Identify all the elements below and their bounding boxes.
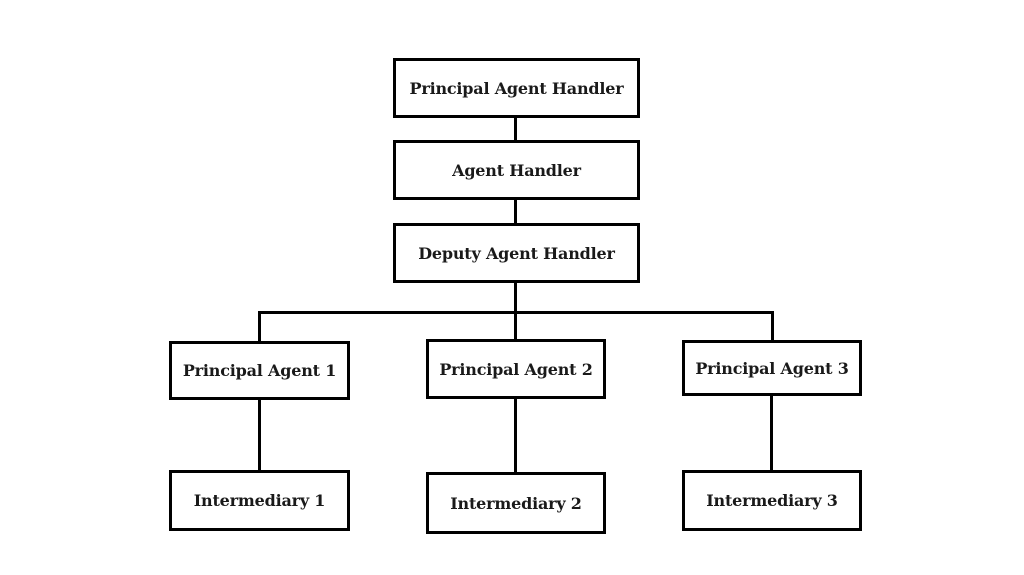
node-intermediary-2: Intermediary 2: [426, 472, 606, 534]
connector-agent-handler-to-deputy: [514, 199, 517, 224]
connector-principal-agent-3-to-intermediary-3: [770, 395, 773, 471]
connector-bar-to-principal-agent-3: [771, 311, 774, 341]
node-principal-agent-1: Principal Agent 1: [169, 341, 350, 400]
node-intermediary-1: Intermediary 1: [169, 470, 350, 531]
node-label: Principal Agent 2: [439, 359, 593, 379]
connector-deputy-down: [514, 282, 517, 313]
connector-handler-to-agent-handler: [514, 117, 517, 141]
connector-bar-to-principal-agent-2: [514, 311, 517, 340]
node-label: Principal Agent 3: [695, 358, 849, 378]
node-label: Intermediary 3: [706, 491, 838, 510]
node-label: Deputy Agent Handler: [418, 243, 615, 263]
connector-principal-agent-1-to-intermediary-1: [258, 399, 261, 471]
node-principal-agent-handler: Principal Agent Handler: [393, 58, 640, 118]
node-label: Agent Handler: [452, 160, 581, 180]
connector-bar-to-principal-agent-1: [258, 311, 261, 342]
node-principal-agent-3: Principal Agent 3: [682, 340, 862, 396]
node-label: Principal Agent Handler: [409, 78, 624, 98]
node-label: Intermediary 1: [193, 491, 326, 510]
node-intermediary-3: Intermediary 3: [682, 470, 862, 531]
node-principal-agent-2: Principal Agent 2: [426, 339, 606, 399]
connector-principal-agent-2-to-intermediary-2: [514, 398, 517, 473]
node-label: Intermediary 2: [450, 493, 582, 513]
node-label: Principal Agent 1: [182, 361, 337, 380]
node-deputy-agent-handler: Deputy Agent Handler: [393, 223, 640, 283]
node-agent-handler: Agent Handler: [393, 140, 640, 200]
